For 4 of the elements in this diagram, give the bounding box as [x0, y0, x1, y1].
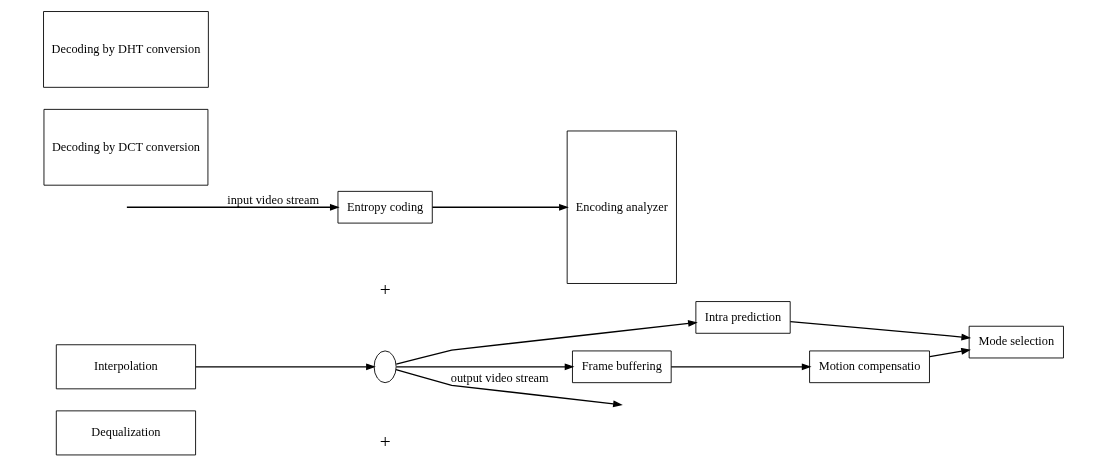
edge-label: output video stream [450, 370, 549, 385]
label: + [379, 430, 391, 452]
edge-label: input video stream [226, 192, 319, 207]
label: + [379, 278, 391, 300]
